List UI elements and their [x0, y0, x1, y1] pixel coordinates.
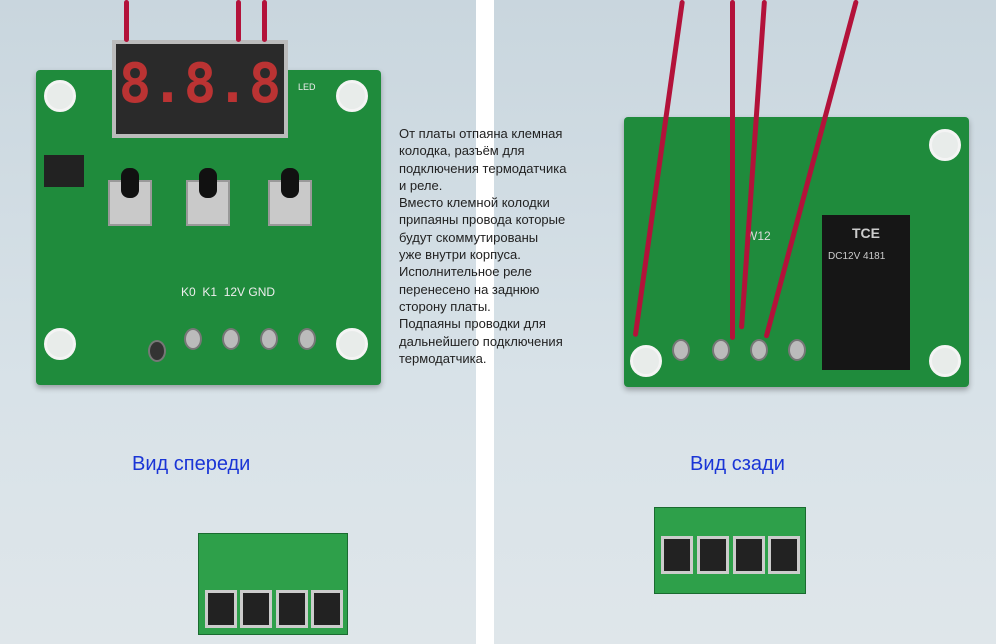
front-view-photo: LED K0 K1 12V GND 8.8.8 Вид спереди [0, 0, 476, 644]
back-pcb: W12 [624, 117, 969, 387]
push-button-1 [108, 168, 152, 226]
silkscreen-label: K0 K1 12V GND [181, 285, 276, 299]
relay-brand: TCE [852, 225, 880, 241]
led-label: LED [298, 82, 316, 92]
description-note: От платы отпаяна клемная колодка, разъём… [399, 126, 567, 366]
back-view-photo: W12 TCE DC12V 4181 Вид сзади [494, 0, 996, 644]
board-label: W12 [746, 229, 771, 243]
relay: TCE DC12V 4181 [822, 215, 910, 370]
push-button-2 [186, 168, 230, 226]
terminal-block [654, 507, 806, 594]
push-button-3 [268, 168, 312, 226]
relay-rating: DC12V 4181 [828, 251, 886, 262]
seven-segment-display: 8.8.8 [112, 40, 288, 138]
ic-chip [44, 155, 84, 187]
caption-back: Вид сзади [690, 453, 785, 475]
caption-front: Вид спереди [132, 453, 251, 475]
terminal-block [198, 533, 348, 635]
